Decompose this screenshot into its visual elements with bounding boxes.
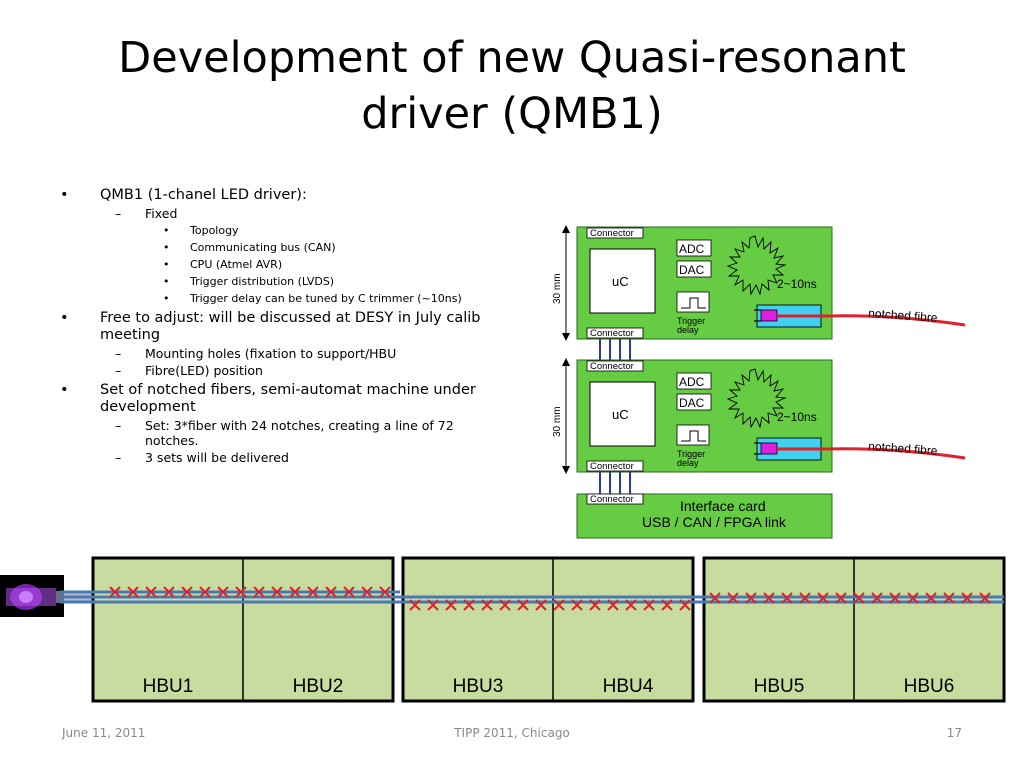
- qmb1-board-diagram: 30 mm Connector uC ADC DAC 2~10ns Trigge…: [552, 225, 966, 539]
- connector-label: Connector: [590, 494, 634, 505]
- dimension-label: 30 mm: [552, 273, 563, 304]
- sub-bullet: Mounting holes (fixation to support/HBU: [60, 346, 500, 361]
- qmb1-board-bottom: 30 mm Connector uC ADC DAC 2~10ns Trigge…: [552, 358, 966, 474]
- sub-bullet: Set: 3*fiber with 24 notches, creating a…: [60, 418, 500, 448]
- hbu-label: HBU1: [143, 676, 194, 697]
- adc-label: ADC: [679, 242, 705, 256]
- delay-label: delay: [677, 325, 699, 335]
- sub-sub-bullet: Topology: [60, 224, 500, 238]
- fibre-bundle: [60, 590, 1004, 604]
- uc-label: uC: [612, 274, 629, 289]
- hbu-label: HBU5: [754, 676, 805, 697]
- sub-bullet: 3 sets will be delivered: [60, 450, 500, 465]
- hbu-group-3: [702, 556, 1006, 703]
- sub-bullet: Fibre(LED) position: [60, 363, 500, 378]
- dac-label: DAC: [679, 263, 705, 277]
- hbu-label: HBU6: [904, 676, 955, 697]
- fibre-label: notched fibre: [868, 306, 939, 325]
- slide-title: Development of new Quasi-resonant driver…: [0, 30, 1024, 142]
- bullet-notched-fibers: Set of notched fibers, semi-automat mach…: [60, 382, 500, 416]
- connector-label: Connector: [590, 228, 634, 239]
- connector-label: Connector: [590, 461, 634, 472]
- delay-label: delay: [677, 458, 699, 468]
- timing-label: 2~10ns: [777, 277, 817, 291]
- light-burst-icon: [726, 368, 787, 429]
- bullet-free-to-adjust: Free to adjust: will be discussed at DES…: [60, 310, 500, 344]
- pulse-icon: [681, 430, 706, 442]
- led-photo: [0, 575, 96, 617]
- sub-sub-bullet: Trigger delay can be tuned by C trimmer …: [60, 292, 500, 306]
- hbu-group-1: [91, 556, 395, 703]
- footer-date: June 11, 2011: [62, 726, 146, 740]
- bullet-qmb1: QMB1 (1-chanel LED driver):: [60, 187, 500, 204]
- light-burst-icon: [726, 235, 787, 296]
- adc-label: ADC: [679, 375, 705, 389]
- trigger-label: Trigger: [677, 449, 705, 459]
- dimension-label: 30 mm: [552, 406, 563, 437]
- fibre-label: notched fibre: [868, 439, 939, 458]
- interface-title: Interface card: [680, 498, 766, 514]
- trigger-label: Trigger: [677, 316, 705, 326]
- hbu-label: HBU4: [603, 676, 654, 697]
- hbu-group-2: [401, 556, 695, 703]
- notched-fibre-line: [777, 314, 966, 327]
- uc-label: uC: [612, 407, 629, 422]
- led-icon: [760, 309, 778, 322]
- footer-event: TIPP 2011, Chicago: [454, 726, 570, 740]
- connector-label: Connector: [590, 361, 634, 372]
- sub-sub-bullet: Trigger distribution (LVDS): [60, 275, 500, 289]
- board-link-cable: [599, 339, 631, 360]
- hbu-label: HBU2: [293, 676, 344, 697]
- bullet-list: QMB1 (1-chanel LED driver): Fixed Topolo…: [60, 183, 500, 465]
- notched-fibre-line: [777, 447, 966, 460]
- slide-title-line-1: Development of new Quasi-resonant: [118, 33, 906, 83]
- hbu-strip-diagram: HBU1 HBU2 HBU3 HBU4 HBU5 HBU6: [0, 556, 1006, 703]
- sub-sub-bullet: CPU (Atmel AVR): [60, 258, 500, 272]
- interface-subtitle: USB / CAN / FPGA link: [642, 514, 787, 530]
- dac-label: DAC: [679, 396, 705, 410]
- connector-label: Connector: [590, 328, 634, 339]
- notch-markers: [109, 586, 991, 611]
- sub-bullet-fixed: Fixed: [60, 206, 500, 221]
- sub-sub-bullet: Communicating bus (CAN): [60, 241, 500, 255]
- timing-label: 2~10ns: [777, 410, 817, 424]
- interface-card: Connector Interface card USB / CAN / FPG…: [576, 493, 833, 539]
- footer-page-number: 17: [946, 726, 962, 740]
- hbu-label: HBU3: [453, 676, 504, 697]
- interface-link-cable: [599, 472, 631, 494]
- pulse-icon: [681, 297, 706, 309]
- qmb1-board-top: 30 mm Connector uC ADC DAC 2~10ns Trigge…: [552, 225, 966, 341]
- slide-title-line-2: driver (QMB1): [361, 89, 663, 139]
- led-icon: [760, 442, 778, 455]
